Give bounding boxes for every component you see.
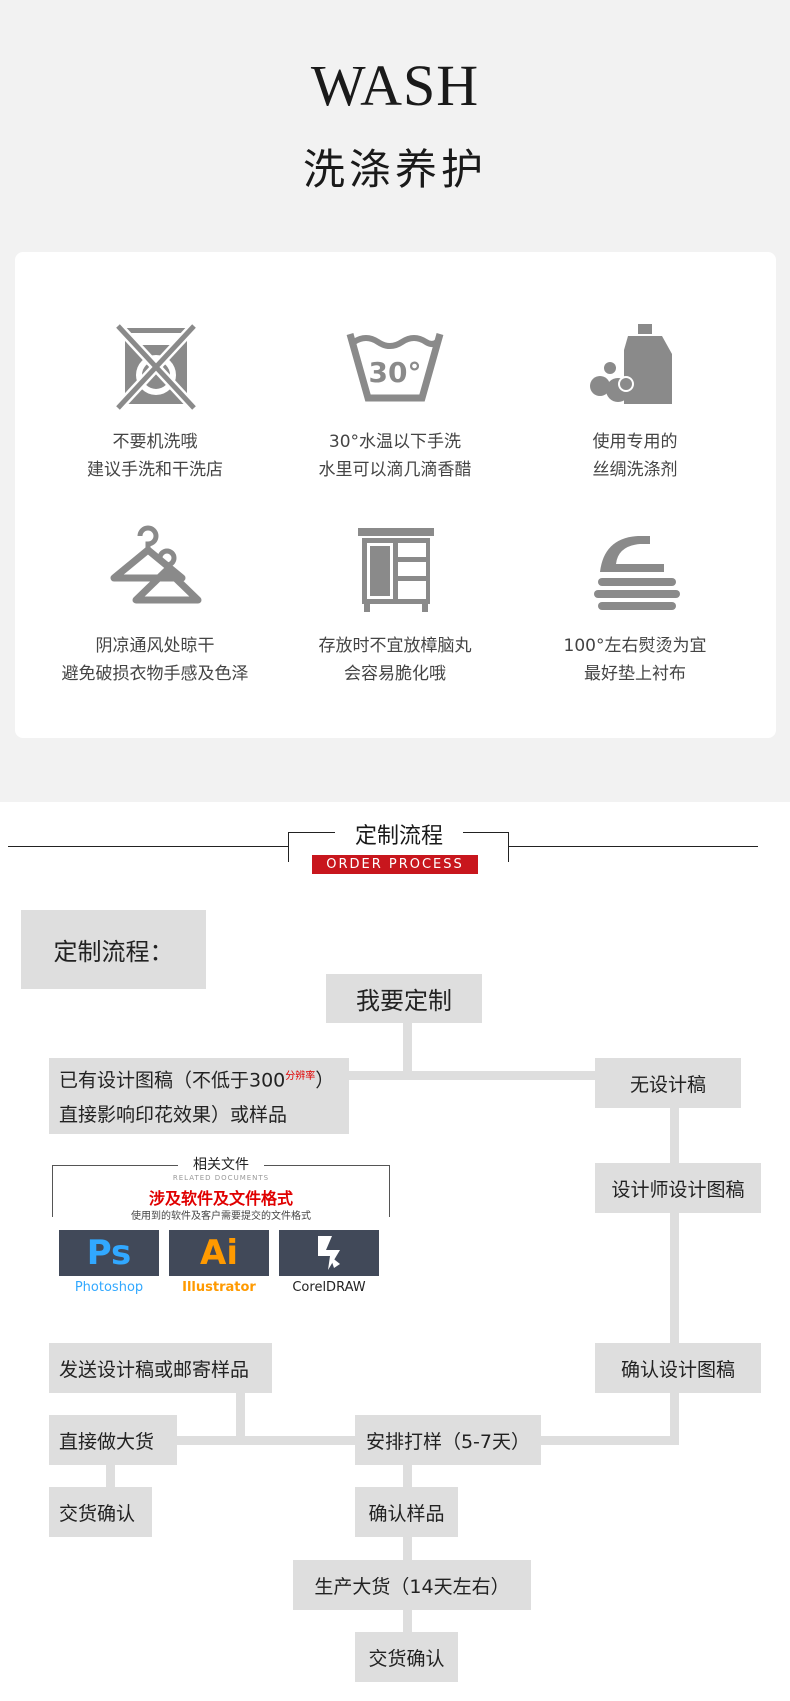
connector <box>403 1537 412 1561</box>
divider-line-left <box>8 846 288 847</box>
step-direct-bulk: 直接做大货 <box>49 1415 177 1465</box>
files-title: 涉及软件及文件格式 <box>148 1189 293 1208</box>
files-frame-line <box>264 1165 390 1166</box>
wash-care-section: WASH 洗涤养护 不要机洗哦 建议手洗和干洗店 <box>0 0 790 802</box>
connector <box>175 1436 357 1445</box>
header-title-bg <box>335 818 463 848</box>
step-label: 设计师设计图稿 <box>611 1178 745 1201</box>
coreldraw-logo-icon <box>318 1236 340 1270</box>
wash-30-icon: 30° <box>346 333 444 402</box>
step-delivery-bottom: 交货确认 <box>355 1632 458 1682</box>
step-label: 安排打样（5-7天） <box>365 1430 531 1453</box>
related-files-panel: 相关文件 RELATED DOCUMENTS 涉及软件及文件格式 使用到的软件及… <box>52 1157 390 1305</box>
step-start: 我要定制 <box>326 974 482 1023</box>
step-designer-design: 设计师设计图稿 <box>595 1163 761 1213</box>
no-machine-wash-icon <box>114 322 198 412</box>
app-name: Photoshop <box>74 1280 144 1295</box>
connector <box>670 1213 679 1345</box>
connector <box>670 1393 679 1445</box>
app-logo: Ai <box>200 1233 238 1273</box>
care-item-no-machine-wash: 不要机洗哦 建议手洗和干洗店 <box>25 320 285 484</box>
files-frame-line <box>52 1165 178 1166</box>
app-logo: Ps <box>86 1233 132 1273</box>
app-name: CorelDRAW <box>292 1280 366 1295</box>
process-subtitle: ORDER PROCESS <box>312 855 478 874</box>
step-label: 交货确认 <box>59 1502 136 1525</box>
step-delivery-left: 交货确认 <box>49 1487 152 1537</box>
care-item-storage: 存放时不宜放樟脑丸 会容易脆化哦 <box>265 524 525 688</box>
step-has-design: 已有设计图稿（不低于300分辨率） 直接影响印花效果）或样品 <box>49 1058 349 1134</box>
wardrobe-icon <box>358 528 434 612</box>
care-item-ironing: 100°左右熨烫为宜 最好垫上衬布 <box>505 524 765 688</box>
care-text: 存放时不宜放樟脑丸 会容易脆化哦 <box>318 636 472 684</box>
header-frame-left <box>288 832 289 862</box>
connector <box>403 1465 412 1489</box>
care-text: 不要机洗哦 建议手洗和干洗店 <box>87 432 223 480</box>
care-text: 使用专用的 丝绸洗涤剂 <box>592 432 678 480</box>
connector <box>106 1465 115 1489</box>
connector <box>670 1108 679 1166</box>
step-confirm-design: 确认设计图稿 <box>595 1343 761 1393</box>
files-note: 使用到的软件及客户需要提交的文件格式 <box>131 1211 311 1222</box>
detergent-bottle-icon <box>590 324 672 404</box>
hanger-icon <box>110 525 202 604</box>
app-name: Illustrator <box>182 1280 256 1295</box>
connector <box>403 1610 412 1634</box>
step-label: 生产大货（14天左右） <box>314 1575 510 1598</box>
step-label: 直接影响印花效果）或样品 <box>59 1103 288 1126</box>
divider-line-right <box>508 846 758 847</box>
care-instructions-card: 不要机洗哦 建议手洗和干洗店 30° 30°水温以下手洗 水里可以滴几滴香醋 <box>15 252 776 738</box>
step-send-design: 发送设计稿或邮寄样品 <box>49 1343 272 1393</box>
step-confirm-sample: 确认样品 <box>355 1487 458 1537</box>
wash-subtitle: 洗涤养护 <box>302 145 487 194</box>
process-title: 定制流程 <box>354 824 443 849</box>
header-frame-right <box>508 832 509 862</box>
connector <box>403 1023 412 1075</box>
files-heading-en: RELATED DOCUMENTS <box>172 1174 270 1182</box>
coreldraw-icon <box>279 1230 379 1276</box>
step-label: 无设计稿 <box>629 1073 706 1096</box>
care-text: 100°左右熨烫为宜 最好垫上衬布 <box>563 636 707 684</box>
connector <box>236 1391 245 1437</box>
files-frame-line <box>389 1165 390 1217</box>
care-item-detergent: 使用专用的 丝绸洗涤剂 <box>505 320 765 484</box>
step-label: 我要定制 <box>356 987 452 1015</box>
connector <box>348 1071 596 1080</box>
step-label: 交货确认 <box>368 1647 445 1670</box>
process-label: 定制流程： <box>53 938 174 966</box>
photoshop-icon: Ps <box>59 1230 159 1276</box>
step-arrange-sample: 安排打样（5-7天） <box>355 1415 541 1465</box>
wash-title: WASH <box>310 53 480 118</box>
files-frame-line <box>52 1165 53 1217</box>
process-label-box: 定制流程： <box>21 910 206 989</box>
files-heading: 相关文件 <box>193 1157 249 1173</box>
care-item-wash-30: 30° 30°水温以下手洗 水里可以滴几滴香醋 <box>265 320 525 484</box>
connector <box>540 1436 679 1445</box>
iron-icon <box>594 536 680 610</box>
step-label: 确认设计图稿 <box>620 1358 735 1381</box>
svg-text:30°: 30° <box>369 356 422 389</box>
step-label: 直接做大货 <box>59 1430 155 1453</box>
care-text: 阴凉通风处晾干 避免破损衣物手感及色泽 <box>61 636 249 684</box>
step-no-design: 无设计稿 <box>595 1058 741 1108</box>
step-label: 已有设计图稿（不低于300分辨率） <box>59 1069 335 1092</box>
step-bulk-production: 生产大货（14天左右） <box>293 1560 531 1610</box>
illustrator-icon: Ai <box>169 1230 269 1276</box>
care-text: 30°水温以下手洗 水里可以滴几滴香醋 <box>318 432 472 480</box>
care-item-hang-dry: 阴凉通风处晾干 避免破损衣物手感及色泽 <box>25 524 285 688</box>
step-label: 确认样品 <box>368 1502 445 1525</box>
step-label: 发送设计稿或邮寄样品 <box>59 1358 250 1381</box>
